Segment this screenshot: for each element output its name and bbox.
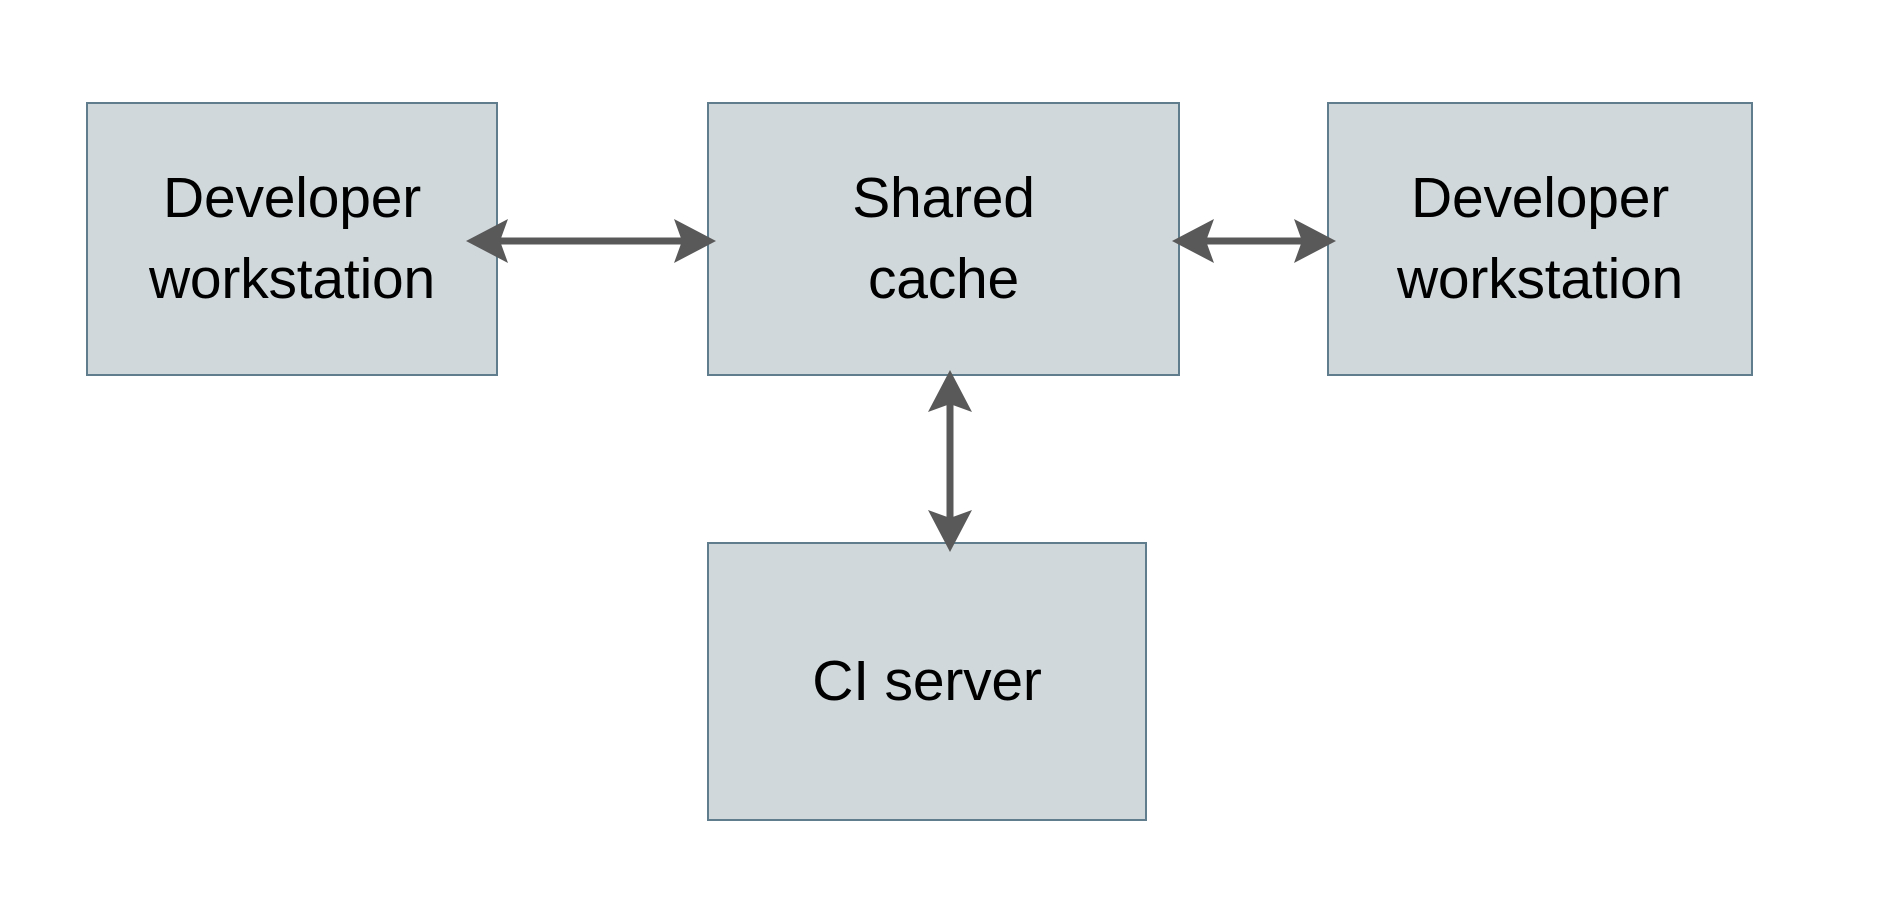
node-label: Developer workstation: [1396, 166, 1684, 311]
node-developer-workstation-left[interactable]: Developer workstation: [86, 102, 498, 376]
node-shared-cache[interactable]: Shared cache: [707, 102, 1180, 376]
node-label: CI server: [812, 649, 1042, 714]
edge-shared-cache-to-ci-server: [928, 370, 972, 552]
edge-shared-cache-to-developer-workstation-right: [1172, 219, 1336, 263]
node-label: Shared cache: [852, 166, 1035, 311]
node-ci-server[interactable]: CI server: [707, 542, 1147, 821]
node-label: Developer workstation: [148, 166, 436, 311]
node-developer-workstation-right[interactable]: Developer workstation: [1327, 102, 1753, 376]
edge-developer-workstation-left-to-shared-cache: [466, 219, 716, 263]
